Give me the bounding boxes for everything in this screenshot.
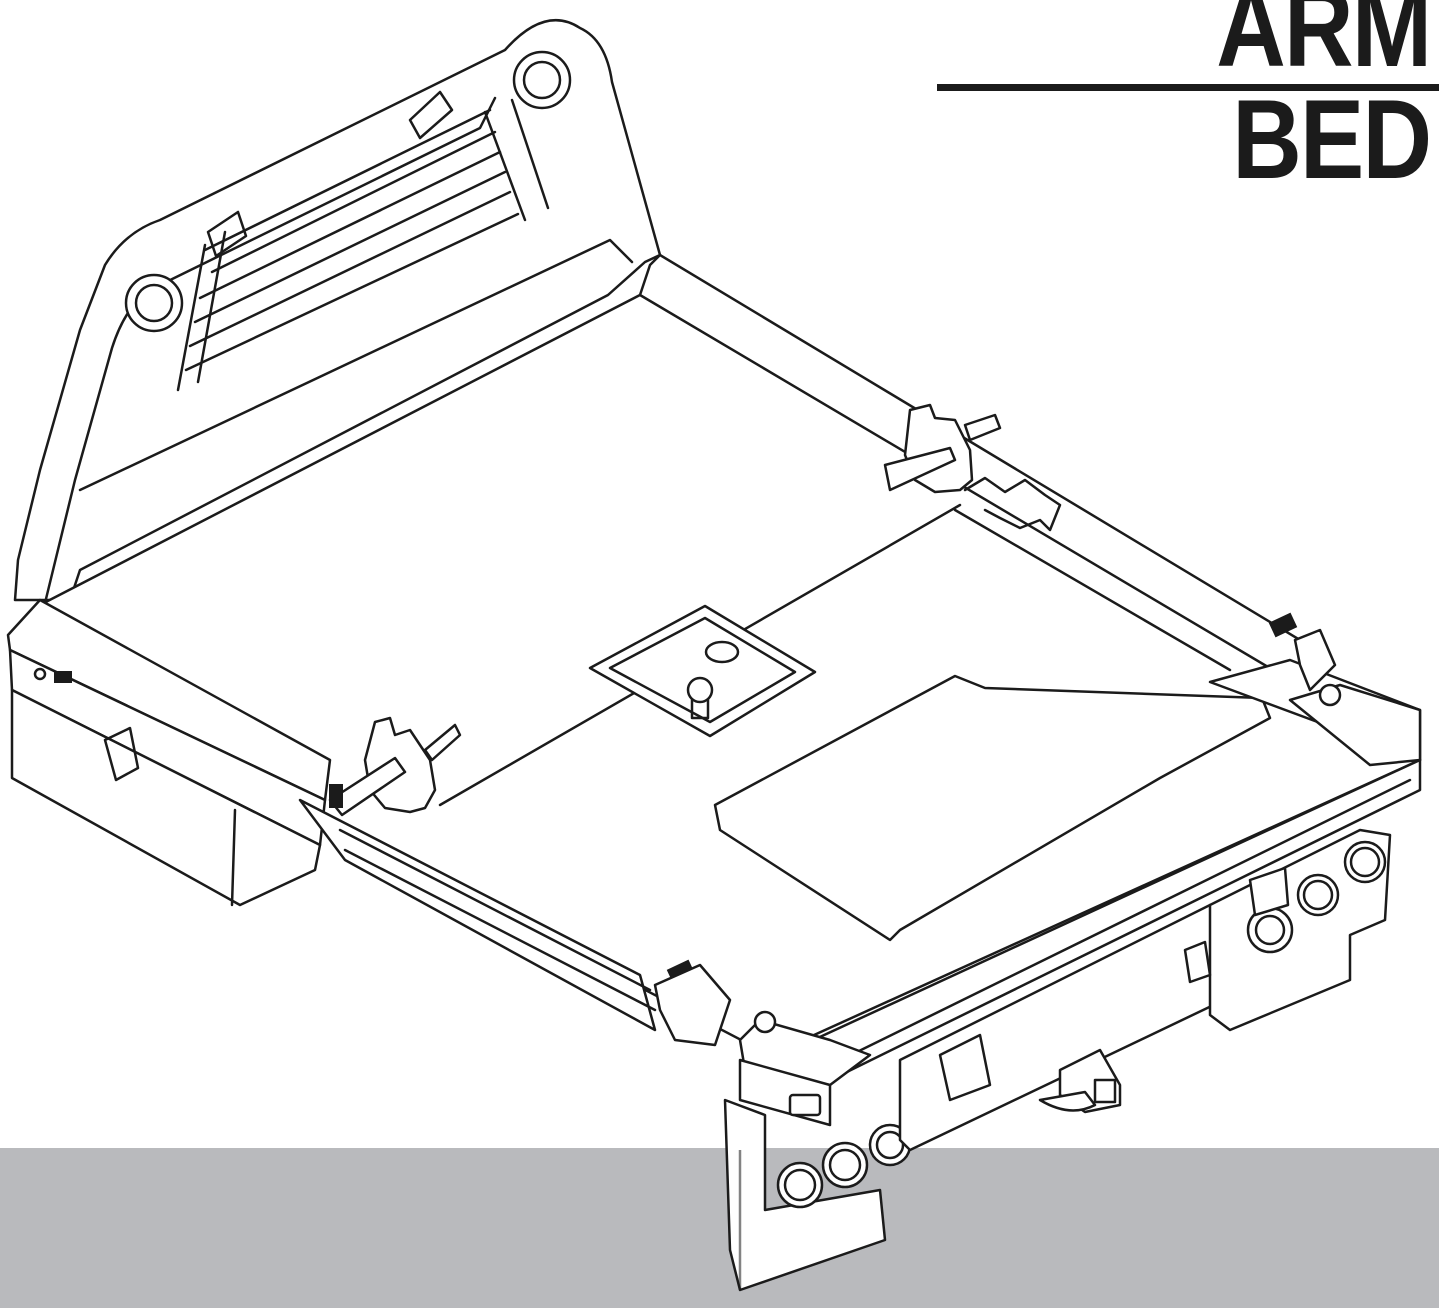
deck-panel — [713, 674, 1272, 942]
mudflap-right — [1208, 828, 1392, 1032]
gooseneck-ball — [686, 676, 714, 704]
title-underline — [937, 84, 1439, 91]
stake-pockets — [653, 612, 1342, 1047]
binder-right — [883, 403, 1062, 532]
page-title: ARM BED — [1216, 0, 1432, 202]
rear-bumper — [723, 828, 1392, 1292]
bed-deck — [38, 253, 1422, 1057]
left-side-rail — [6, 598, 657, 1032]
rack-light-left — [124, 273, 184, 333]
mudflap-left — [723, 1098, 887, 1292]
toolbox-left — [10, 688, 322, 907]
binder-left — [328, 716, 462, 817]
rack-light-right — [512, 50, 572, 110]
gooseneck-hatch — [588, 604, 817, 738]
headache-rack-frame — [13, 19, 662, 602]
footer-band — [0, 1148, 1439, 1308]
headache-rack — [13, 19, 662, 605]
